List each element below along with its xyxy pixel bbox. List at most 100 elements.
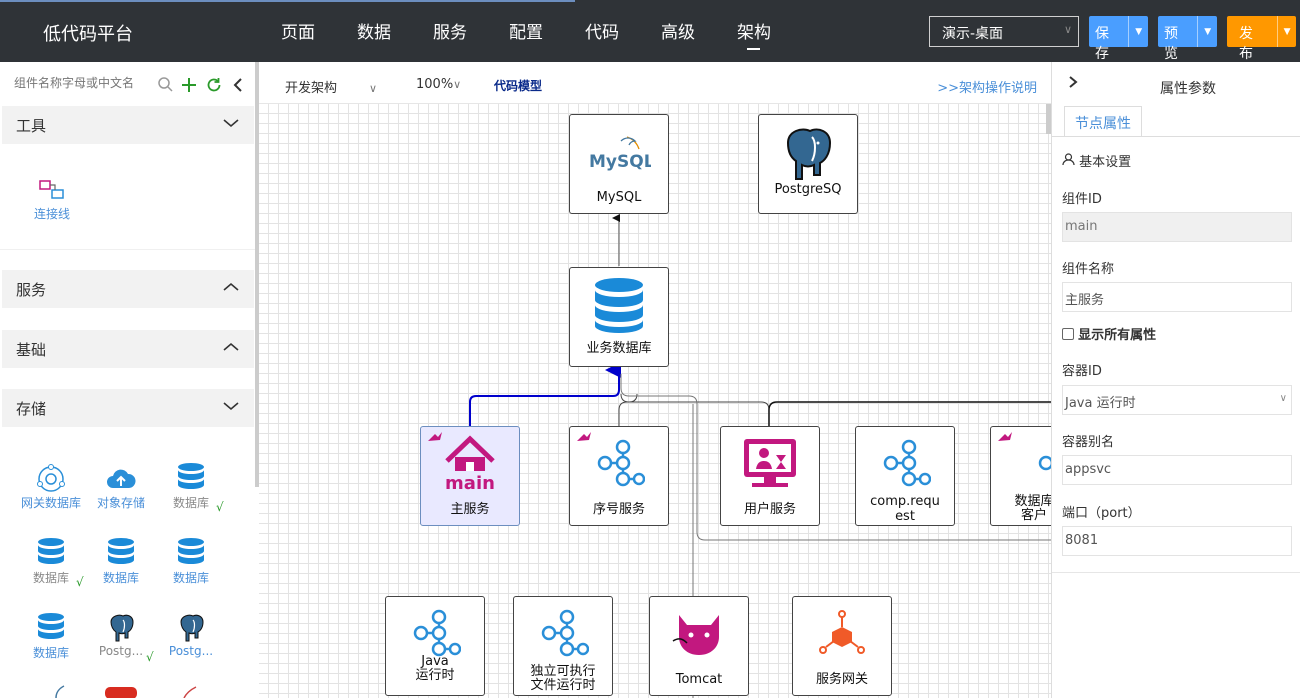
storage-item-database[interactable]: 数据库	[16, 535, 86, 586]
sidebar-scrollbar[interactable]	[255, 62, 259, 487]
node-main-service[interactable]: main 主服务	[420, 426, 520, 526]
edge-bizdb-dbclient[interactable]	[620, 374, 1051, 541]
edge-user-bizdb[interactable]	[620, 393, 770, 426]
node-database-client[interactable]: 数据库 客户	[990, 426, 1051, 526]
edge-main-bizdb[interactable]	[469, 362, 621, 426]
database-icon	[38, 613, 64, 639]
chevron-down-icon: ∨	[1279, 393, 1287, 404]
node-label: 客户	[1020, 508, 1047, 523]
section-storage-label: 存储	[16, 400, 47, 418]
publish-button[interactable]: 发布 ▼	[1227, 16, 1296, 62]
nav-architecture[interactable]: 架构	[716, 18, 792, 50]
node-service-gateway[interactable]: 服务网关	[792, 596, 892, 696]
add-icon[interactable]	[180, 76, 198, 94]
section-tools[interactable]: 工具	[2, 106, 254, 144]
preview-button[interactable]: 预览 ▼	[1158, 16, 1217, 62]
architecture-select[interactable]: 开发架构∨	[285, 77, 377, 96]
node-label: Tomcat	[675, 672, 723, 687]
component-id-field[interactable]: main	[1062, 212, 1292, 242]
user-monitor-icon	[744, 439, 796, 487]
storage-item-database[interactable]: 数据库	[86, 535, 156, 586]
search-icon[interactable]	[157, 76, 175, 94]
preview-button-label: 预览	[1164, 26, 1178, 62]
storage-item-database[interactable]: 数据库	[16, 610, 86, 661]
code-model-link[interactable]: 代码模型	[494, 79, 543, 93]
section-services[interactable]: 服务	[2, 270, 254, 308]
section-storage[interactable]: 存储	[2, 389, 254, 427]
postgresql-elephant-icon	[180, 614, 204, 642]
nav-pages[interactable]: 页面	[281, 23, 315, 43]
env-select[interactable]: 演示-桌面 ∨	[929, 16, 1079, 47]
node-tomcat[interactable]: Tomcat	[649, 596, 749, 696]
field-label-container-alias: 容器别名	[1062, 435, 1115, 450]
node-mysql[interactable]: MySQL MySQL	[569, 114, 669, 214]
gateway-database-icon	[37, 464, 65, 492]
nav-services[interactable]: 服务	[433, 23, 467, 43]
port-field[interactable]: 8081	[1062, 526, 1292, 556]
gateway-icon	[819, 610, 865, 654]
storage-item-object-storage[interactable]: 对象存储	[86, 460, 156, 511]
collapse-left-icon[interactable]	[230, 76, 248, 94]
service-hub-icon	[413, 609, 461, 657]
node-executable-runtime[interactable]: 独立可执行 文件运行时	[513, 596, 613, 696]
component-search-input[interactable]	[14, 76, 154, 90]
cloud-upload-icon	[107, 469, 136, 488]
container-alias-field[interactable]: appsvc	[1062, 455, 1292, 485]
storage-item-database[interactable]: 数据库	[156, 460, 226, 511]
canvas-scrollbar[interactable]	[1046, 104, 1051, 134]
node-label: MySQL	[596, 190, 642, 205]
nav-data[interactable]: 数据	[357, 23, 391, 43]
caret-down-icon[interactable]: ▼	[1277, 16, 1296, 47]
architecture-help-link[interactable]: >>架构操作说明	[937, 81, 1037, 96]
zoom-select[interactable]: 100%∨	[416, 77, 461, 92]
section-services-label: 服务	[16, 281, 47, 299]
save-button[interactable]: 保存 ▼	[1089, 16, 1148, 62]
save-button-label: 保存	[1095, 26, 1109, 62]
node-java-runtime[interactable]: Java 运行时	[385, 596, 485, 696]
node-comp-request[interactable]: comp.requ est	[855, 426, 955, 526]
architecture-canvas[interactable]: MySQL MySQL PostgreSQ 业务数据库 main 主服务 序号服…	[259, 104, 1051, 698]
basic-settings-heading: 基本设置	[1062, 151, 1131, 170]
storage-item-postgres[interactable]: Postg...	[156, 610, 226, 658]
node-business-database[interactable]: 业务数据库	[569, 267, 669, 367]
service-hub-icon	[1038, 455, 1051, 471]
node-postgresql[interactable]: PostgreSQ	[758, 114, 858, 214]
refresh-icon[interactable]	[205, 76, 223, 94]
tool-connector[interactable]: 连接线	[28, 178, 76, 222]
container-id-select[interactable]: Java 运行时 ∨	[1062, 385, 1292, 415]
chevron-down-icon: ∨	[1063, 23, 1072, 36]
edge-user-right[interactable]	[768, 401, 1051, 426]
show-all-checkbox[interactable]	[1062, 328, 1074, 340]
field-label-container-id: 容器ID	[1062, 364, 1102, 379]
field-label-component-name: 组件名称	[1062, 262, 1115, 277]
node-user-service[interactable]: 用户服务	[720, 426, 820, 526]
component-name-field[interactable]: 主服务	[1062, 282, 1292, 312]
storage-item-database[interactable]: 数据库	[156, 535, 226, 586]
basic-settings-label: 基本设置	[1079, 155, 1132, 170]
mysql-dolphin-icon	[55, 685, 65, 698]
storage-item-gateway-db[interactable]: 网关数据库	[16, 460, 86, 511]
node-sequence-service[interactable]: 序号服务	[569, 426, 669, 526]
show-all-properties-row[interactable]: 显示所有属性	[1062, 324, 1156, 343]
node-label: 运行时	[415, 668, 455, 683]
node-label: 文件运行时	[530, 678, 596, 693]
panel-divider	[1052, 572, 1300, 573]
connector-icon	[39, 180, 64, 199]
chevron-right-icon[interactable]	[1066, 75, 1080, 89]
caret-down-icon[interactable]: ▼	[1128, 16, 1148, 47]
tab-node-properties[interactable]: 节点属性	[1064, 106, 1142, 137]
bird-icon	[428, 432, 442, 441]
check-mark-icon: √	[146, 650, 154, 664]
storage-item-postgres[interactable]: Postg...	[86, 610, 156, 658]
nav-config[interactable]: 配置	[509, 23, 543, 43]
section-basic[interactable]: 基础	[2, 330, 254, 368]
database-icon	[178, 538, 204, 564]
node-label: est	[895, 509, 915, 524]
nav-advanced[interactable]: 高级	[661, 23, 695, 43]
tomcat-cat-icon	[672, 615, 719, 655]
chevron-up-icon	[223, 342, 239, 351]
component-search-row	[0, 62, 258, 106]
nav-code[interactable]: 代码	[585, 23, 619, 43]
caret-down-icon[interactable]: ▼	[1197, 16, 1217, 47]
app-title: 低代码平台	[43, 24, 133, 45]
